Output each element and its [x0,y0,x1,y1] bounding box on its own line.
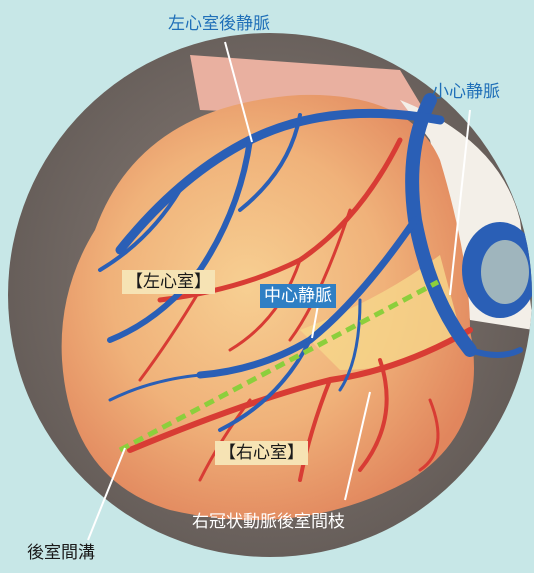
label-small-cardiac-vein: 小心静脈 [432,82,500,102]
label-middle-cardiac-vein: 中心静脈 [260,284,336,308]
vessel-opening-inner [481,240,529,304]
label-left-ventricle: 【左心室】 [122,270,215,294]
label-left-ventricle-posterior-vein: 左心室後静脈 [168,14,270,34]
label-posterior-interventricular-groove: 後室間溝 [27,543,95,563]
label-posterior-interventricular-branch: 右冠状動脈後室間枝 [192,512,345,532]
label-right-ventricle: 【右心室】 [215,441,308,465]
